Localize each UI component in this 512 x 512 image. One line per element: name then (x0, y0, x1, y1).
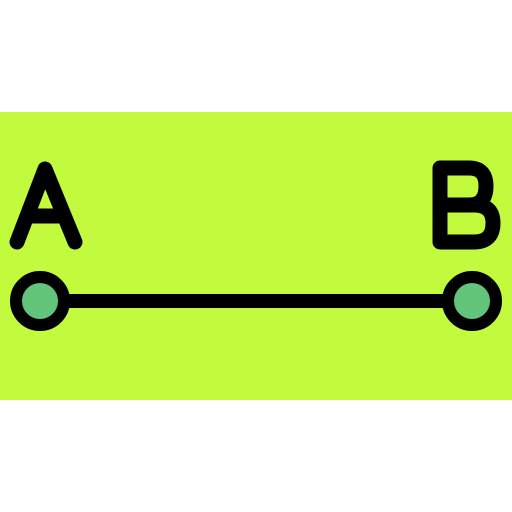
point-a-label: A (12, 153, 78, 265)
green-panel (0, 112, 512, 400)
point-b-label: B (433, 153, 499, 265)
letter-b-glyph (432, 160, 501, 250)
point-b-node (442, 271, 502, 331)
point-a-node (10, 271, 70, 331)
letter-a-glyph (9, 161, 83, 250)
